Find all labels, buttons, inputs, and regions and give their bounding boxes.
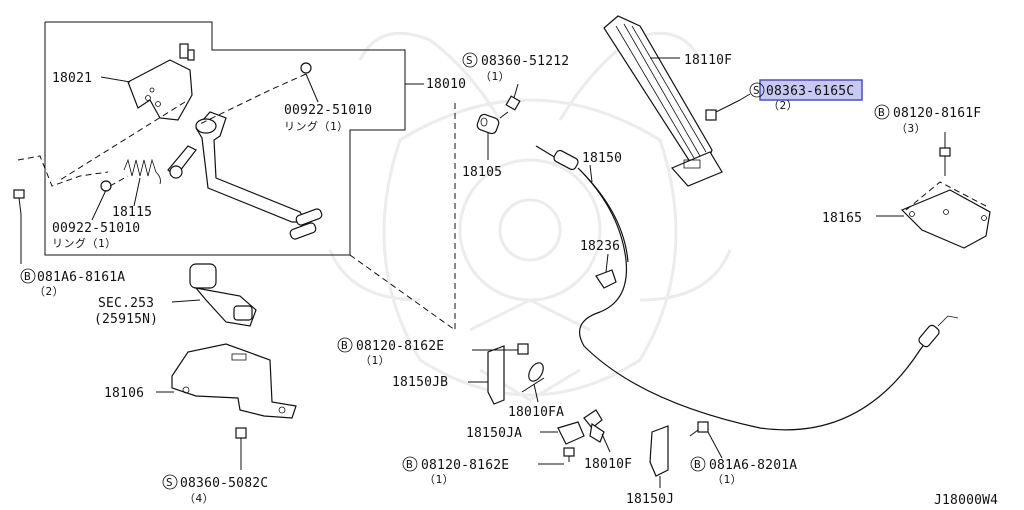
part-18150-cable: [535, 145, 959, 431]
relation-ring-bottom: [109, 175, 129, 187]
part-18106-bracket: [156, 343, 297, 419]
label-18150j: 18150J: [626, 492, 674, 507]
prefix-b-08120-8162e-top: B: [341, 339, 348, 352]
bolt-08360-5082c: [235, 427, 247, 470]
part-18236-clip: [595, 253, 617, 289]
part-18165-plate: [876, 181, 991, 249]
circle-b-081a6-8201a: [690, 456, 706, 472]
part-18010-pedal-arm: [167, 111, 323, 240]
label-sec-253-sub: (25915N): [94, 312, 158, 327]
pedal-assembly-box: [44, 21, 424, 256]
part-18010f-clip: [583, 409, 611, 453]
label-00922-top-sub: リング（1）: [284, 119, 349, 133]
label-18010f: 18010F: [584, 457, 632, 472]
label-08363-6165c: 08363-6165C: [766, 84, 854, 99]
part-18150j-bracket: [649, 425, 669, 488]
label-18010: 18010: [426, 77, 466, 92]
circle-b-08120-8162e-top: [337, 337, 353, 353]
label-18150ja: 18150JA: [466, 426, 522, 441]
label-18021: 18021: [52, 71, 92, 86]
prefix-b-08120-8161f: B: [878, 106, 885, 119]
label-08120-8161f: 08120-8161F: [893, 106, 981, 121]
label-18115: 18115: [112, 205, 152, 220]
label-08360-5082c: 08360-5082C: [180, 476, 268, 491]
label-08120-8162e-bottom-qty: （1）: [424, 473, 454, 486]
part-18110f-pedal: [603, 15, 723, 187]
relation-box-to-cable: [349, 100, 456, 331]
bolt-08120-8162e-bottom: [538, 447, 575, 465]
label-00922-top: 00922-51010: [284, 103, 372, 118]
relation-ring-top: [199, 73, 307, 125]
part-18010fa-clip: [521, 362, 545, 403]
relation-bolt-line: [59, 101, 186, 181]
diagram-code: J18000W4: [934, 493, 998, 508]
bolt-081a6-8201a: [689, 421, 723, 459]
label-08120-8162e-bottom: 08120-8162E: [421, 458, 509, 473]
label-08363-6165c-qty: （2）: [768, 99, 798, 112]
label-08360-5082c-qty: （4）: [184, 492, 214, 505]
label-081a6-8201a-qty: （1）: [712, 473, 742, 486]
label-08120-8161f-qty: （3）: [896, 122, 926, 135]
part-18105-bush: [476, 113, 500, 160]
label-08360-51212: 08360-51212: [481, 54, 569, 69]
screw-08363-6165c: [705, 93, 751, 121]
label-18010fa: 18010FA: [508, 405, 564, 420]
label-00922-bottom: 00922-51010: [52, 221, 140, 236]
label-18105: 18105: [462, 165, 502, 180]
bolt-081a6-8161a: [13, 189, 25, 264]
label-18106: 18106: [104, 386, 144, 401]
label-18165: 18165: [822, 211, 862, 226]
label-18150: 18150: [582, 151, 622, 166]
circle-b-081a6-8161a: [20, 268, 36, 284]
relation-bolt-left: [17, 155, 109, 187]
leader-00922-bottom: [91, 189, 107, 221]
part-18150ja-bracket: [540, 421, 585, 445]
screw-08360-51212: [499, 83, 521, 119]
label-081a6-8201a: 081A6-8201A: [709, 458, 797, 473]
prefix-b-08120-8162e-bottom: B: [406, 458, 413, 471]
prefix-b-081a6-8161a: B: [24, 270, 31, 283]
part-18115-spring: [100, 62, 312, 207]
label-18236: 18236: [580, 239, 620, 254]
label-08120-8162e-top-qty: （1）: [360, 354, 390, 367]
bolt-08120-8161f: [939, 132, 951, 176]
circle-b-08120-8161f: [874, 104, 890, 120]
part-18021-bracket: [100, 43, 195, 121]
highlight-box-08363-6165c: [759, 79, 863, 101]
prefix-b-081a6-8201a: B: [694, 458, 701, 471]
sensor-sec-253: [171, 263, 257, 327]
label-00922-bottom-sub: リング（1）: [52, 236, 117, 250]
circle-b-08120-8162e-bottom: [402, 456, 418, 472]
prefix-s-08360-5082c: S: [166, 476, 173, 489]
bolt-08120-8162e-top: [472, 343, 529, 355]
watermark-emblem: [328, 31, 732, 402]
label-sec-253: SEC.253: [98, 296, 154, 311]
circle-s-08363-6165c: [749, 82, 765, 98]
prefix-s-08363-6165c: S: [753, 84, 760, 97]
circle-s-08360-5082c: [162, 474, 178, 490]
label-081a6-8161a-qty: （2）: [34, 285, 64, 298]
label-18150jb: 18150JB: [392, 375, 448, 390]
part-labels: 18021 18010 00922-51010 リング（1） 18115 009…: [20, 52, 998, 508]
label-08120-8162e-top: 08120-8162E: [356, 339, 444, 354]
leader-00922-top: [305, 73, 319, 103]
label-08360-51212-qty: （1）: [480, 70, 510, 83]
part-18150jb-bracket: [468, 345, 505, 405]
label-18110f: 18110F: [684, 53, 732, 68]
label-081a6-8161a: 081A6-8161A: [37, 270, 125, 285]
circle-s-08360-51212: [462, 52, 478, 68]
prefix-s-08360-51212: S: [466, 54, 473, 67]
